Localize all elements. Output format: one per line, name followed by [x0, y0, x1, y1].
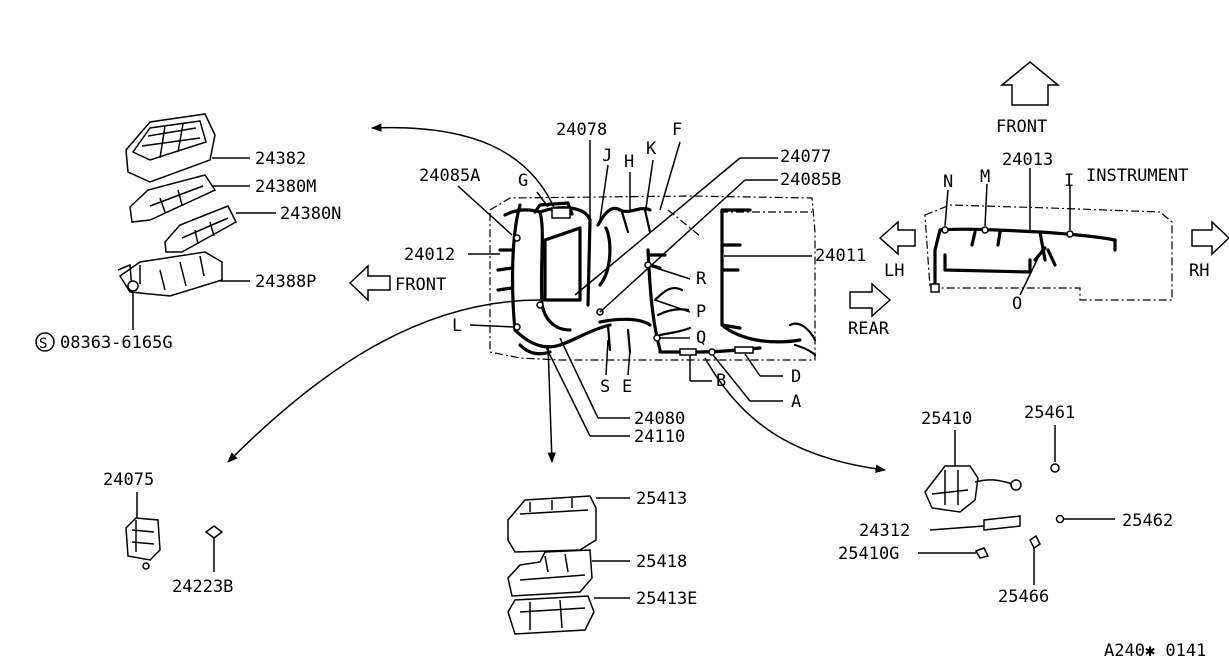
label-24380n: 24380N	[280, 204, 341, 224]
arrow-to-fuse-box	[370, 123, 557, 213]
label-25462: 25462	[1122, 511, 1173, 531]
front-arrow-left-icon	[348, 264, 391, 302]
label-a: A	[791, 392, 801, 412]
arrow-to-25413	[547, 344, 556, 464]
part-25410-group	[918, 425, 1115, 585]
label-h: H	[624, 152, 634, 172]
label-i: I	[1064, 171, 1074, 191]
main-harness-view	[457, 140, 817, 437]
label-s: S	[600, 377, 610, 397]
label-n: N	[943, 172, 953, 192]
label-24013: 24013	[1002, 150, 1053, 170]
bolt-symbol-icon	[35, 332, 55, 352]
label-25413e: 25413E	[636, 589, 697, 609]
relay-box-assembly	[507, 495, 630, 635]
label-24078: 24078	[556, 120, 607, 140]
label-25410g: 25410G	[838, 544, 899, 564]
label-q: Q	[696, 328, 706, 348]
label-24011: 24011	[815, 246, 866, 266]
label-25466: 25466	[998, 587, 1049, 607]
label-25410: 25410	[921, 409, 972, 429]
label-24380m: 24380M	[255, 177, 316, 197]
label-24075: 24075	[103, 470, 154, 490]
fuse-box-assembly	[117, 113, 276, 330]
label-24085a: 24085A	[419, 166, 480, 186]
arrow-to-24075	[227, 299, 541, 463]
label-rh: RH	[1189, 261, 1209, 281]
part-24075-group	[125, 492, 224, 572]
label-f: F	[672, 120, 682, 140]
label-k: K	[646, 139, 657, 159]
label-25418: 25418	[636, 552, 687, 572]
label-25413: 25413	[636, 489, 687, 509]
label-24312: 24312	[859, 521, 910, 541]
label-24223b: 24223B	[172, 577, 233, 597]
label-bolt-08363-6165g: 08363-6165G	[60, 333, 173, 353]
label-25461: 25461	[1024, 403, 1075, 423]
rh-arrow-icon	[1191, 220, 1229, 256]
label-24382: 24382	[255, 149, 306, 169]
label-r: R	[696, 269, 707, 289]
arrow-to-25410	[704, 357, 887, 473]
figure-code: A240✱ 0141	[1104, 641, 1206, 661]
label-e: E	[622, 377, 632, 397]
bolt-symbol-letter: S	[39, 336, 47, 352]
label-b: B	[716, 371, 726, 391]
instrument-harness-view	[924, 61, 1173, 301]
label-24388p: 24388P	[255, 272, 316, 292]
lh-arrow-icon	[878, 220, 916, 256]
label-o: O	[1012, 294, 1022, 314]
label-lh: LH	[884, 261, 904, 281]
label-m: M	[980, 167, 990, 187]
front-arrow-top-icon	[999, 61, 1061, 106]
label-d: D	[791, 367, 801, 387]
label-instrument: INSTRUMENT	[1086, 166, 1188, 186]
label-g: G	[518, 171, 528, 191]
label-l: L	[452, 316, 462, 336]
label-24110: 24110	[634, 427, 685, 447]
label-front-top: FRONT	[996, 117, 1047, 137]
label-24012: 24012	[404, 245, 455, 265]
label-24080: 24080	[634, 409, 685, 429]
label-front-left: FRONT	[395, 275, 446, 295]
label-rear: REAR	[848, 319, 890, 339]
label-24077: 24077	[780, 147, 831, 167]
rear-arrow-icon	[849, 282, 892, 318]
label-p: P	[696, 302, 706, 322]
label-24085b: 24085B	[780, 170, 841, 190]
label-j: J	[602, 146, 612, 166]
